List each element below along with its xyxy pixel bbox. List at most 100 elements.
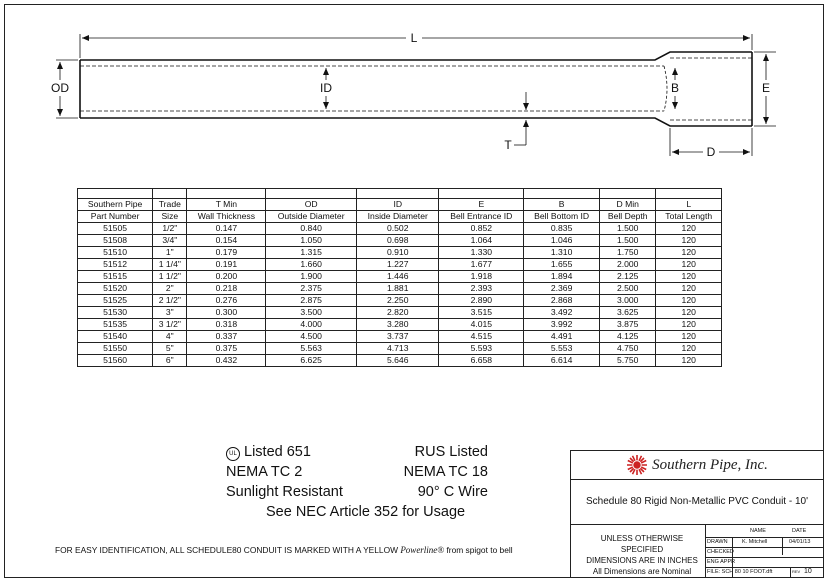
table-header: Size bbox=[152, 210, 188, 223]
company-name: Southern Pipe, Inc. bbox=[652, 456, 768, 473]
table-cell: 1.330 bbox=[438, 246, 525, 259]
table-cell: 3.280 bbox=[356, 318, 440, 331]
rev-value: 10 bbox=[804, 568, 812, 575]
table-header: D Min bbox=[598, 198, 657, 211]
table-cell: 0.300 bbox=[186, 306, 267, 319]
table-cell: 0.432 bbox=[186, 354, 267, 367]
table-spacer-row bbox=[76, 188, 722, 199]
nema-tc2: NEMA TC 2 bbox=[226, 464, 303, 480]
table-cell: 3.500 bbox=[265, 306, 358, 319]
table-cell: 2.500 bbox=[598, 282, 657, 295]
table-cell: 1.918 bbox=[438, 270, 525, 283]
table-cell: 1.050 bbox=[265, 234, 358, 247]
table-cell: 1.881 bbox=[356, 282, 440, 295]
table-cell: 51550 bbox=[76, 342, 154, 355]
table-cell: 0.502 bbox=[356, 222, 440, 235]
ul-icon: UL bbox=[226, 447, 240, 461]
d-label: D bbox=[707, 145, 716, 159]
table-cell: 1.750 bbox=[598, 246, 657, 259]
table-cell: 51525 bbox=[76, 294, 154, 307]
table-cell: 1" bbox=[152, 246, 188, 259]
table-cell: 51512 bbox=[76, 258, 154, 271]
table-cell: 3 1/2" bbox=[152, 318, 188, 331]
table-cell: 2.369 bbox=[523, 282, 600, 295]
table-cell: 2.868 bbox=[523, 294, 600, 307]
table-header: Southern Pipe bbox=[76, 198, 154, 211]
drawing-border bbox=[4, 4, 824, 578]
table-cell: 1.500 bbox=[598, 222, 657, 235]
table-cell: 5" bbox=[152, 342, 188, 355]
rev-label: REV bbox=[792, 569, 801, 574]
table-cell: 120 bbox=[655, 330, 722, 343]
powerline-brand: Powerline® bbox=[400, 545, 445, 555]
drawn-label: DRAWN bbox=[707, 539, 728, 545]
table-cell: 5.563 bbox=[265, 342, 358, 355]
table-cell: 0.147 bbox=[186, 222, 267, 235]
table-header: L bbox=[655, 198, 722, 211]
table-cell: 0.337 bbox=[186, 330, 267, 343]
table-cell: 1 1/4" bbox=[152, 258, 188, 271]
eng-appr-label: ENG APPR bbox=[707, 559, 736, 565]
table-cell: 3.000 bbox=[598, 294, 657, 307]
table-cell: 3.992 bbox=[523, 318, 600, 331]
table-cell: 4.713 bbox=[356, 342, 440, 355]
table-header: B bbox=[523, 198, 600, 211]
table-cell: 51515 bbox=[76, 270, 154, 283]
table-cell: 1.227 bbox=[356, 258, 440, 271]
table-cell: 1.500 bbox=[598, 234, 657, 247]
table-cell: 2.000 bbox=[598, 258, 657, 271]
nema-tc18: NEMA TC 18 bbox=[403, 464, 488, 480]
checked-label: CHECKED bbox=[707, 549, 734, 555]
approval-grid: NAME DATE DRAWN K. Mitchell 04/01/13 CHE… bbox=[705, 524, 824, 577]
drawn-name: K. Mitchell bbox=[742, 539, 768, 545]
sun-logo-icon bbox=[627, 455, 648, 475]
file-label: FILE: SCH 80 10 FOOT.dft bbox=[707, 569, 773, 575]
table-cell: 6.625 bbox=[265, 354, 358, 367]
table-cell: 120 bbox=[655, 234, 722, 247]
table-cell: 120 bbox=[655, 354, 722, 367]
table-cell: 1.046 bbox=[523, 234, 600, 247]
pipe-top-edge bbox=[80, 51, 752, 61]
rus-listing: RUS Listed bbox=[414, 444, 488, 460]
table-header: Bell Depth bbox=[598, 210, 657, 223]
table-cell: 5.553 bbox=[523, 342, 600, 355]
table-cell: 3/4" bbox=[152, 234, 188, 247]
table-cell: 0.218 bbox=[186, 282, 267, 295]
table-cell: 0.154 bbox=[186, 234, 267, 247]
table-cell: 2.250 bbox=[356, 294, 440, 307]
table-header: E bbox=[438, 198, 525, 211]
table-header: Outside Diameter bbox=[265, 210, 358, 223]
company-logo: Southern Pipe, Inc. bbox=[571, 451, 823, 480]
table-cell: 120 bbox=[655, 222, 722, 235]
table-cell: 2.393 bbox=[438, 282, 525, 295]
wire-rating: 90° C Wire bbox=[417, 484, 488, 500]
table-cell: 0.200 bbox=[186, 270, 267, 283]
table-cell: 0.191 bbox=[186, 258, 267, 271]
table-cell: 120 bbox=[655, 246, 722, 259]
table-header: T Min bbox=[186, 198, 267, 211]
table-cell: 4.515 bbox=[438, 330, 525, 343]
t-label: T bbox=[504, 138, 512, 152]
bell-bottom-curve bbox=[663, 65, 668, 112]
table-cell: 3" bbox=[152, 306, 188, 319]
table-header: Inside Diameter bbox=[356, 210, 440, 223]
table-cell: 5.646 bbox=[356, 354, 440, 367]
table-cell: 1.315 bbox=[265, 246, 358, 259]
table-header: ID bbox=[356, 198, 440, 211]
table-header-row-2: Part Number Size Wall Thickness Outside … bbox=[76, 210, 722, 223]
table-cell: 2.875 bbox=[265, 294, 358, 307]
table-cell: 2 1/2" bbox=[152, 294, 188, 307]
table-cell: 3.492 bbox=[523, 306, 600, 319]
table-cell: 51530 bbox=[76, 306, 154, 319]
table-cell: 0.698 bbox=[356, 234, 440, 247]
table-cell: 0.375 bbox=[186, 342, 267, 355]
